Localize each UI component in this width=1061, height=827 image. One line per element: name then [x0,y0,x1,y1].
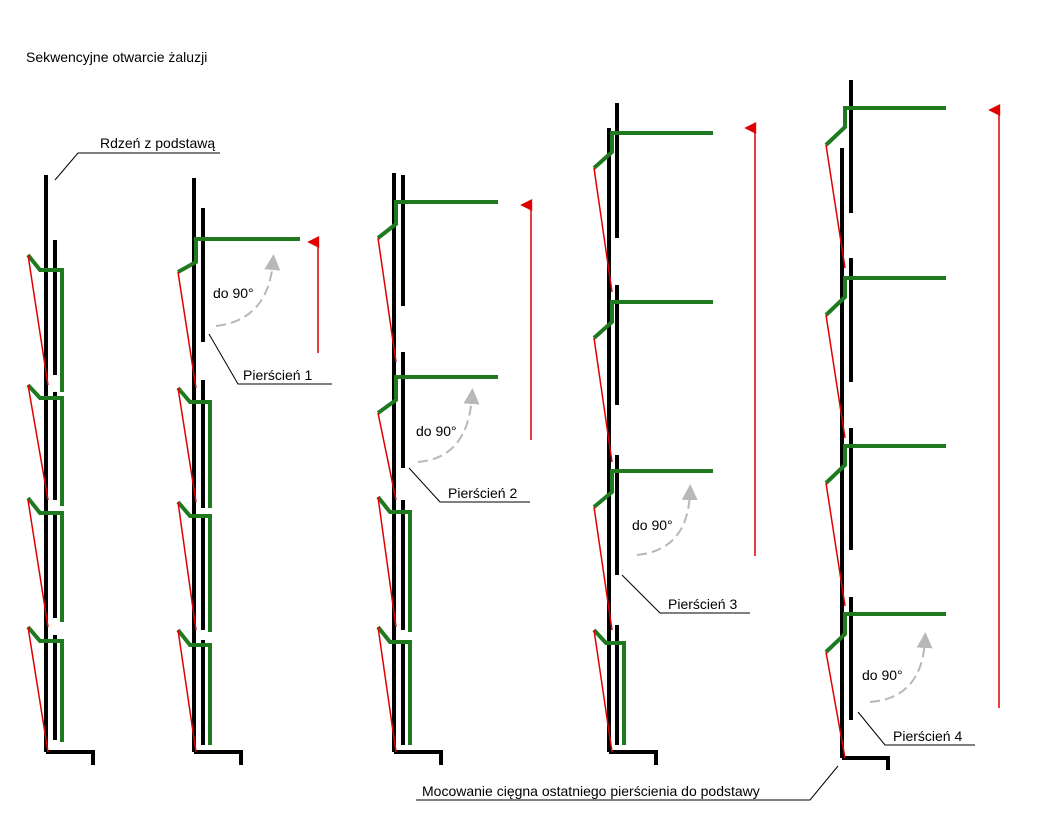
anchor-label: Mocowanie cięgna ostatniego pierścienia … [422,783,760,799]
angle-label: do 90° [632,517,673,533]
rotation-arrow [417,388,480,463]
stage-3-ring2-open: do 90° Pierścień 2 [376,173,533,765]
ring2-label-leader [408,467,530,503]
ring4-label-leader [857,711,975,746]
ring3-label: Pierścień 3 [668,596,737,612]
ring-stack [376,175,498,753]
ring-stack [26,240,64,753]
ring-stack [592,103,713,753]
stage-4-ring3-open: do 90° Pierścień 3 [592,103,757,765]
diagram-title: Sekwencyjne otwarcie żaluzji [26,49,207,65]
stage-1-closed: Rdzeń z podstawą [26,135,220,765]
core-label-leader [54,152,220,181]
ring2-label: Pierścień 2 [448,485,517,501]
rotation-arrow [215,254,281,327]
stage-2-ring1-open: do 90° Pierścień 1 [176,178,332,765]
ring-stack [176,208,300,753]
core-label: Rdzeń z podstawą [100,135,215,151]
angle-label: do 90° [862,667,903,683]
angle-label: do 90° [416,423,457,439]
anchor-label-leader [416,765,839,801]
core-with-base [192,178,243,765]
rotation-arrow [869,632,933,703]
ring1-label: Pierścień 1 [243,367,312,383]
angle-label: do 90° [213,285,254,301]
ring1-label-leader [208,333,332,385]
rotation-arrow [636,484,698,556]
ring4-label: Pierścień 4 [893,728,962,744]
ring3-label-leader [621,574,750,614]
core-with-base [392,173,443,765]
stage-5-ring4-open: do 90° Pierścień 4 Mocowanie cięgna osta… [416,80,1001,801]
ring-stack [824,80,946,759]
